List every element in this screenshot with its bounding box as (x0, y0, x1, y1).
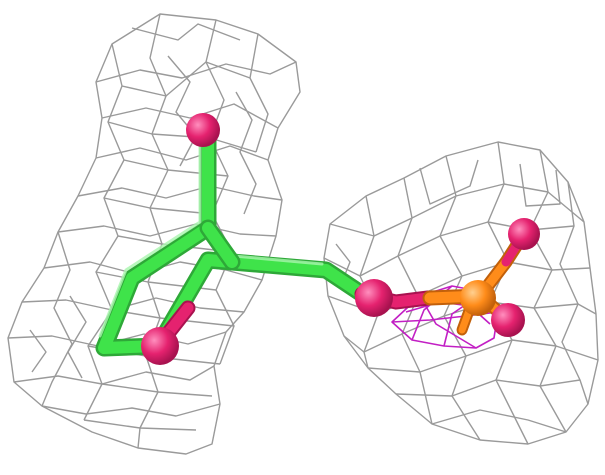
oxygen-atom-phosphate-top (508, 218, 540, 250)
oxygen-atom-ring (141, 327, 179, 365)
right-density-mesh (323, 141, 599, 445)
atoms (141, 113, 540, 365)
phosphorus-atom (460, 280, 496, 316)
oxygen-atom-phosphate-right (491, 303, 525, 337)
oxygen-atom-bridge (355, 279, 393, 317)
oxygen-atom-top (186, 113, 220, 147)
